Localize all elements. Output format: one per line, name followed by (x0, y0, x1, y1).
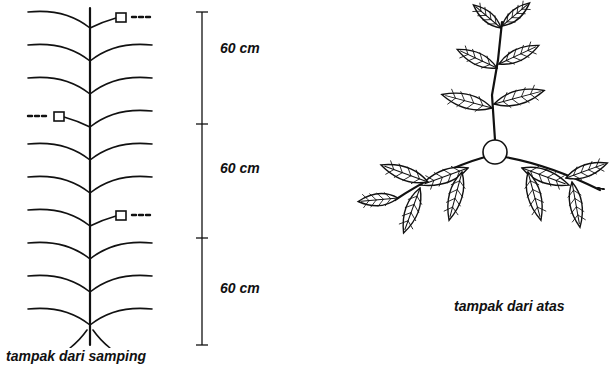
view-caption: tampak dari samping (4, 348, 148, 364)
side-branch (28, 77, 90, 94)
cut-mark (35, 115, 39, 117)
main-stem (89, 8, 91, 345)
side-branch (90, 77, 152, 94)
leaf (440, 87, 494, 115)
branch (395, 22, 600, 200)
dimension-label: 60 cm (218, 40, 262, 56)
side-branch (90, 44, 152, 61)
leaf (566, 181, 587, 229)
cut-mark (28, 115, 32, 117)
side-branch (90, 110, 152, 127)
leaf (470, 1, 505, 33)
cut-mark (132, 214, 136, 216)
side-branch (28, 308, 90, 325)
leaf (521, 170, 548, 222)
cut-mark (139, 214, 143, 216)
cut-mark (146, 214, 150, 216)
leaf (379, 158, 431, 189)
side-branch (28, 242, 90, 259)
leaf (498, 0, 533, 30)
side-branch (90, 308, 152, 325)
cut-stub (116, 211, 126, 220)
leaf (492, 83, 546, 111)
leaf (496, 39, 541, 70)
side-branch (28, 275, 90, 292)
leaf (358, 191, 399, 208)
view-caption: tampak dari atas (452, 298, 567, 314)
leaf (454, 43, 499, 74)
side-branch (90, 176, 152, 193)
cut-stub (116, 13, 126, 22)
side-branch (28, 44, 90, 61)
dimension-label: 60 cm (218, 160, 262, 176)
side-branch (28, 176, 90, 193)
side-branch (90, 143, 152, 160)
cut-mark (146, 16, 150, 18)
cut-branch (64, 117, 90, 127)
side-branch (28, 11, 90, 28)
cut-mark (42, 115, 46, 117)
leaf (564, 157, 610, 184)
cut-mark (132, 16, 136, 18)
leaf (442, 170, 469, 222)
stem-base (70, 330, 110, 348)
stem-cross-section (483, 140, 507, 164)
leaf (598, 188, 604, 189)
dimension-label: 60 cm (218, 280, 262, 296)
side-branch (28, 209, 90, 226)
cut-branch (90, 216, 116, 226)
cut-mark (139, 16, 143, 18)
side-branch (28, 143, 90, 160)
side-branch (90, 275, 152, 292)
leaf (397, 186, 427, 236)
cut-branch (90, 18, 116, 28)
cut-stub (54, 112, 64, 121)
side-branch (90, 242, 152, 259)
